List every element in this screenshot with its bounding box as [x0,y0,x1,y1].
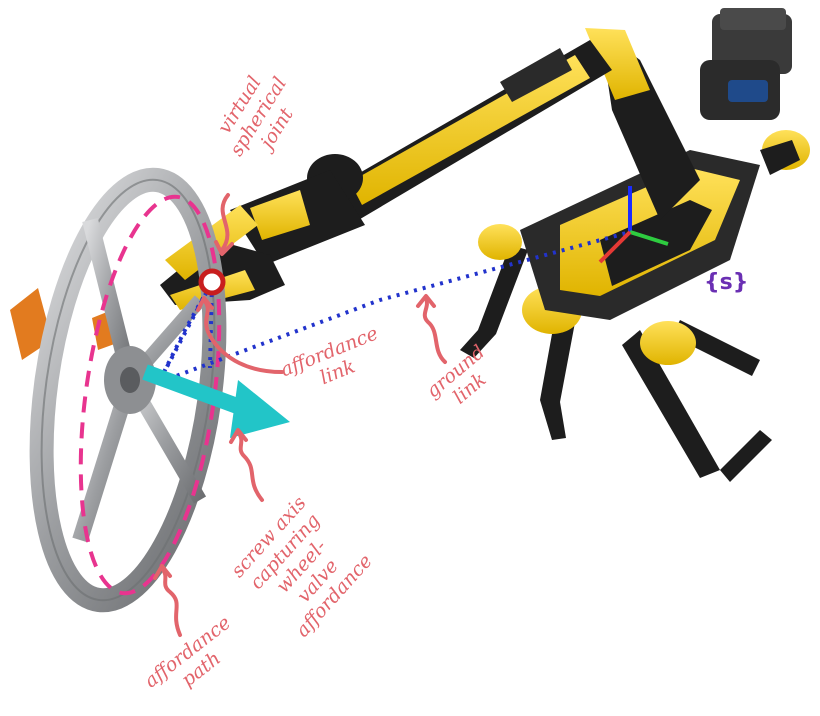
affordance-path-pointer-arrow [160,566,182,637]
ground-link-pointer-arrow [422,296,447,364]
joint-pointer-arrow [220,193,230,252]
frame-s-label: {s} [704,270,749,295]
ground-link-line [159,230,631,384]
affordance-link-pointer-arrow [202,298,284,374]
frame-s-axes [598,186,669,264]
screw-axis-pointer-arrow [236,430,264,502]
virtual-joint-marker [198,268,226,296]
wheel-valve [10,167,227,613]
screw-axis-arrow [142,364,290,438]
